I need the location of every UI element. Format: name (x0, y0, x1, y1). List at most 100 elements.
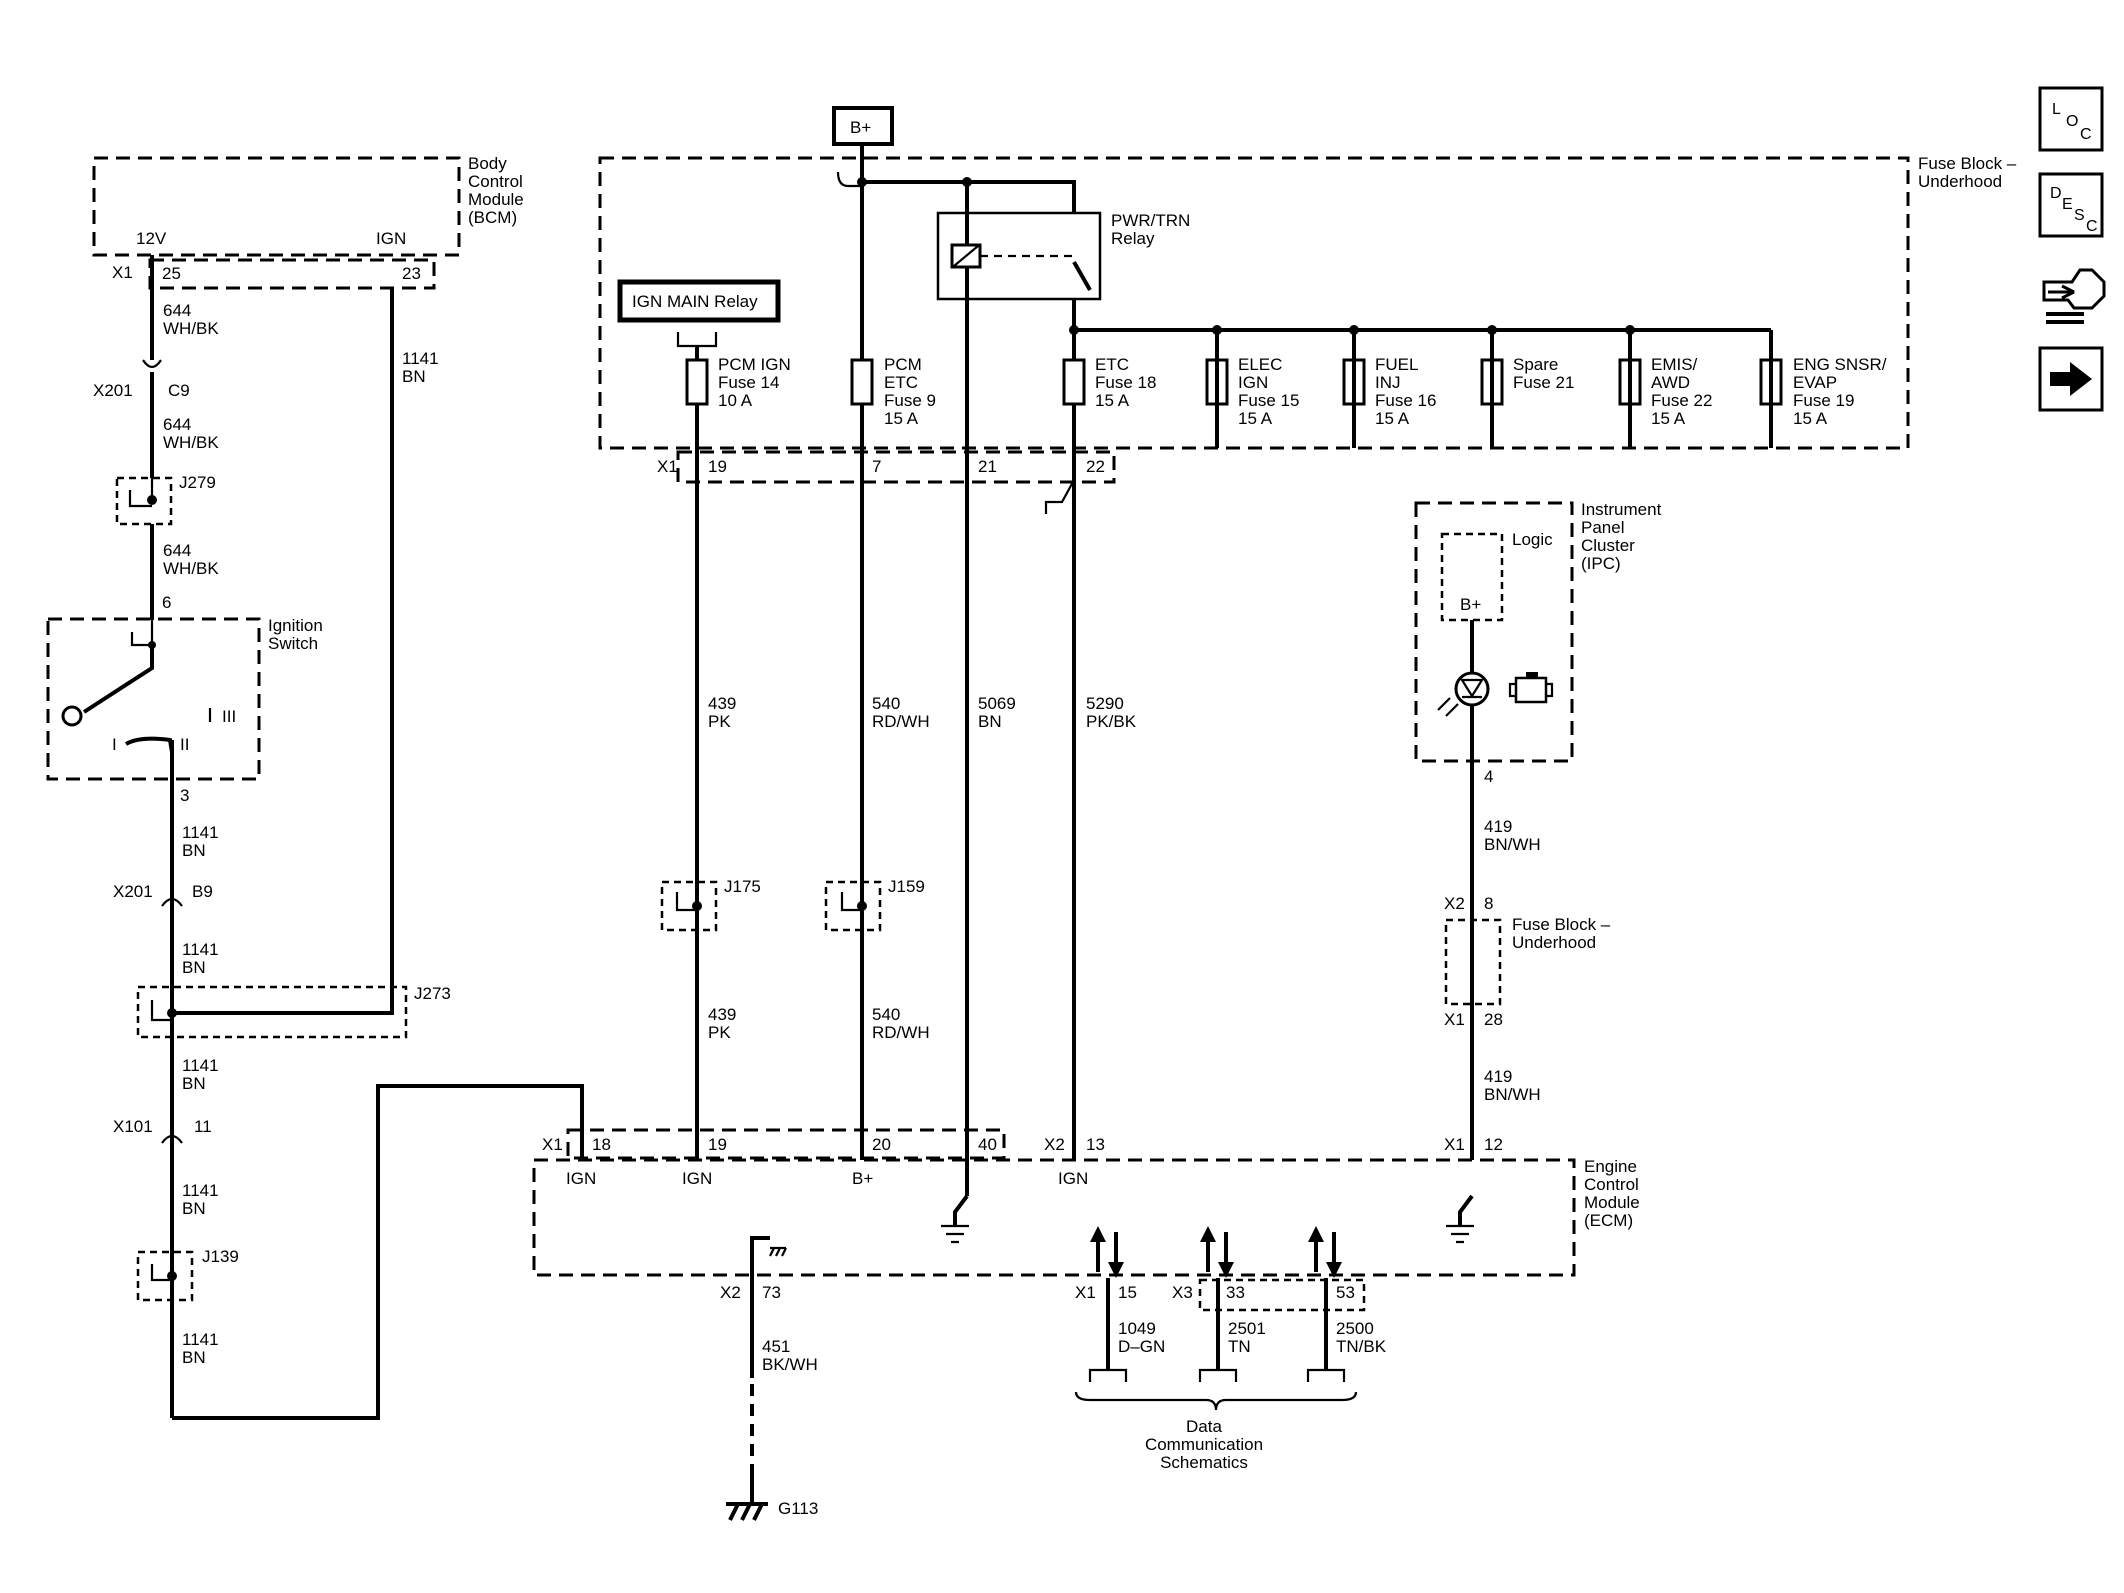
ign-switch-contact-bar (125, 736, 174, 753)
loc-icon[interactable]: L O C (2038, 86, 2104, 152)
svg-text:Fuse 15: Fuse 15 (1238, 391, 1299, 410)
svg-text:Fuse 22: Fuse 22 (1651, 391, 1712, 410)
ipc-label-1: Instrument (1581, 500, 1662, 519)
ecm-ign-13: IGN (1058, 1169, 1088, 1188)
wire-540-color-1: RD/WH (872, 712, 930, 731)
mil-lamp-icon (1454, 671, 1490, 707)
ecm-x1-label-b: X1 (1444, 1135, 1465, 1154)
pwr-trn-relay-label-2: Relay (1111, 229, 1155, 248)
bcm-label-4: (BCM) (468, 208, 517, 227)
wire-2500-color: TN/BK (1336, 1337, 1387, 1356)
ground-g113-label: G113 (778, 1499, 818, 1518)
svg-text:PCM IGN: PCM IGN (718, 355, 791, 374)
fuse-block-box (598, 156, 1910, 450)
ign-main-relay-label: IGN MAIN Relay (632, 292, 758, 311)
data-comm-arrows-x3-33 (1200, 1226, 1234, 1278)
x101-connector-symbol (161, 1134, 183, 1144)
ecm-pin-40-switch (953, 1194, 969, 1226)
wire-451-circuit: 451 (762, 1337, 790, 1356)
fb-pin-7: 7 (872, 457, 881, 476)
wire-1141-color-5: BN (182, 1348, 206, 1367)
wire-1141-color-3: BN (182, 1074, 206, 1093)
ecm-bplus-20: B+ (852, 1169, 873, 1188)
ign-pos-ii: II (180, 735, 189, 754)
x201-c9-connector-symbol (142, 359, 162, 369)
fuse-pcm-ign: PCM IGN Fuse 14 10 A (685, 355, 791, 410)
wire-1141-color-2: BN (182, 958, 206, 977)
bcm-box (92, 156, 461, 257)
arrow-right-icon[interactable] (2038, 346, 2104, 412)
wire-2501-color: TN (1228, 1337, 1251, 1356)
svg-text:C: C (2080, 126, 2092, 143)
engine-icon (1508, 672, 1554, 704)
fuse-etc: ETC Fuse 18 15 A (1062, 355, 1156, 410)
svg-text:INJ: INJ (1375, 373, 1401, 392)
wire-439-color-1: PK (708, 712, 731, 731)
ecm-pin-20: 20 (872, 1135, 891, 1154)
pwr-trn-relay-label-1: PWR/TRN (1111, 211, 1190, 230)
svg-text:15 A: 15 A (1095, 391, 1130, 410)
wire-1141-circuit-5: 1141 (182, 1330, 219, 1349)
wire-540-color-2: RD/WH (872, 1023, 930, 1042)
ecm-pin-73: 73 (762, 1283, 781, 1302)
svg-text:Spare: Spare (1513, 355, 1558, 374)
fb2-label-2: Underhood (1512, 933, 1596, 952)
svg-text:15 A: 15 A (884, 409, 919, 428)
j139-label: J139 (202, 1247, 239, 1266)
ign-main-relay-box (617, 279, 781, 323)
ecm-label-4: (ECM) (1584, 1211, 1633, 1230)
ipc-label-2: Panel (1581, 518, 1624, 537)
desc-icon[interactable]: D E S C (2038, 172, 2104, 238)
fuse-spare: Spare Fuse 21 (1480, 355, 1574, 406)
svg-text:ELEC: ELEC (1238, 355, 1282, 374)
ignition-switch-box (46, 617, 261, 781)
fb2-label-1: Fuse Block – (1512, 915, 1611, 934)
wire-1141-bcm-ign (172, 288, 394, 1015)
wire-5069-color: BN (978, 712, 1002, 731)
ecm-connector-x1 (566, 1128, 1006, 1160)
x201-label-a: X201 (93, 381, 133, 400)
b-plus-label: B+ (850, 118, 871, 137)
ground-g113-icon (726, 1502, 768, 1521)
ecm-ign-18: IGN (566, 1169, 596, 1188)
fuse-block-underhood-passthrough (1444, 918, 1502, 1006)
j279-node (147, 495, 157, 505)
wire-439-color-2: PK (708, 1023, 731, 1042)
bcm-x1-label: X1 (112, 263, 133, 282)
ecm-ground-symbol-1 (941, 1224, 969, 1244)
data-comm-brace (1074, 1391, 1358, 1411)
wire-644-circuit-2: 644 (163, 415, 191, 434)
svg-text:AWD: AWD (1651, 373, 1690, 392)
fuse-pcm-etc: PCM ETC Fuse 9 15 A (850, 355, 936, 428)
fuse-feed-wires (1072, 330, 1773, 1160)
bcm-ign-label: IGN (376, 229, 406, 248)
fb-x1-label: X1 (657, 457, 678, 476)
ipc-pin-4: 4 (1484, 767, 1493, 786)
ecm-x1-pins (580, 1130, 864, 1160)
ign-pos-i: I (112, 735, 117, 754)
ipc-label-4: (IPC) (1581, 554, 1621, 573)
svg-text:Fuse 14: Fuse 14 (718, 373, 779, 392)
fb-pin-21: 21 (978, 457, 997, 476)
fuse-emis-awd: EMIS/ AWD Fuse 22 15 A (1618, 355, 1712, 428)
wire-2500-circuit: 2500 (1336, 1319, 1374, 1338)
wire-439-circuit-2: 439 (708, 1005, 736, 1024)
fb2-pin-8: 8 (1484, 894, 1493, 913)
j159-label: J159 (888, 877, 925, 896)
wire-419-color-2: BN/WH (1484, 1085, 1541, 1104)
mil-led-symbol (1460, 678, 1484, 699)
ecm-chassis-ground-icon (769, 1246, 787, 1257)
svg-text:O: O (2066, 113, 2078, 130)
wire-540-circuit-2: 540 (872, 1005, 900, 1024)
ecm-x2-label-b: X2 (720, 1283, 741, 1302)
svg-text:Fuse 16: Fuse 16 (1375, 391, 1436, 410)
data-comm-arrows-53 (1308, 1226, 1342, 1278)
splice-j175 (660, 880, 718, 932)
wire-1141-color-1: BN (182, 841, 206, 860)
connector-tool-icon[interactable] (2042, 268, 2106, 324)
j175-symbol (675, 892, 697, 912)
ign-switch-blade (82, 645, 154, 714)
data-comm-arrows-x1-15 (1090, 1226, 1124, 1278)
bcm-pin-25: 25 (162, 264, 181, 283)
data-comm-wires (1106, 1278, 1328, 1370)
